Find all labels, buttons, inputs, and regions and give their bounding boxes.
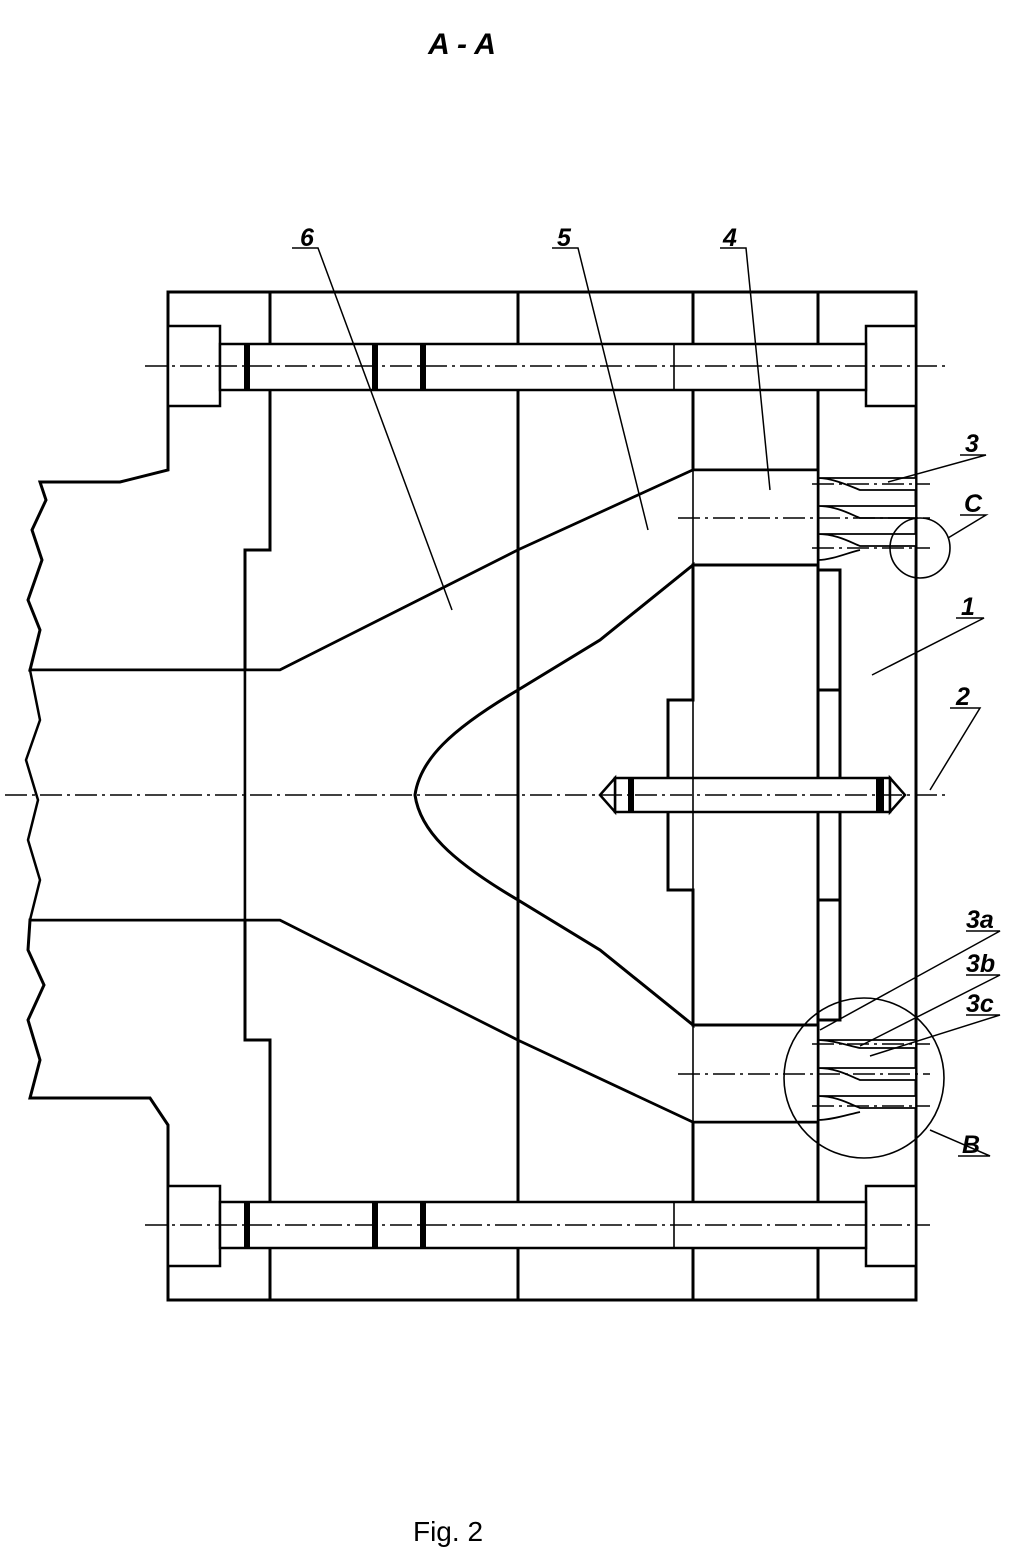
label-part-1: 1 — [961, 593, 975, 621]
label-part-4: 4 — [722, 224, 737, 252]
label-part-3b: 3b — [966, 950, 995, 978]
label-part-3c: 3c — [966, 990, 994, 1018]
label-part-2: 2 — [955, 683, 970, 711]
label-part-3a: 3a — [966, 906, 994, 934]
label-detail-b: B — [962, 1131, 980, 1159]
leader-lines — [292, 247, 1001, 1157]
section-title: A - A — [427, 28, 496, 61]
central-cone — [413, 561, 695, 1029]
die-holes-lower — [817, 1039, 917, 1121]
bottom-tie-bolt — [166, 1184, 918, 1268]
cone-support-block — [666, 563, 842, 1027]
label-part-6: 6 — [300, 224, 315, 252]
label-part-5: 5 — [557, 224, 572, 252]
label-detail-c: C — [964, 490, 983, 518]
label-part-3: 3 — [965, 430, 979, 458]
figure-caption: Fig. 2 — [413, 1516, 483, 1547]
die-plate-1 — [816, 290, 918, 1302]
detail-circle-b — [783, 997, 945, 1159]
detail-circle-c — [889, 517, 951, 579]
